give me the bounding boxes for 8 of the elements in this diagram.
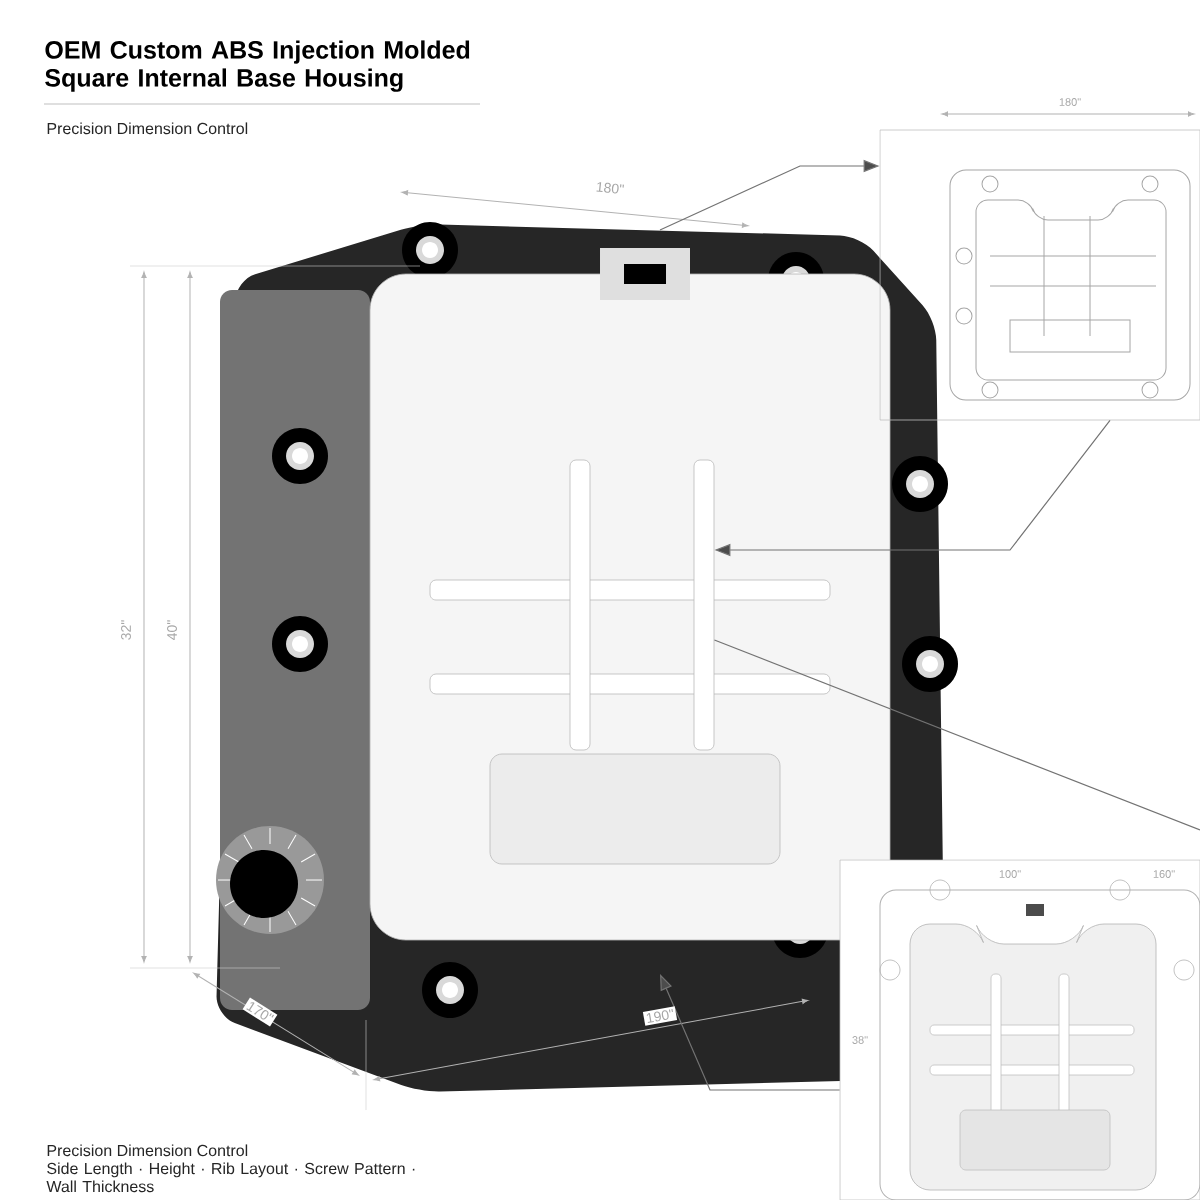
note-text: Side Length · Height · Rib Layout · Screw Pattern · Wall Thickness	[46, 1162, 415, 1193]
rib	[693, 459, 715, 751]
housing-photo	[839, 859, 1200, 1200]
title: OEM Custom ABS Injection Molded Square Internal Base Housing	[45, 40, 470, 92]
leader-line	[713, 639, 1200, 831]
outline-drawing	[879, 129, 1200, 421]
note-heading: Precision Dimension Control	[47, 1144, 248, 1157]
subtitle: Precision Dimension Control	[47, 122, 248, 135]
